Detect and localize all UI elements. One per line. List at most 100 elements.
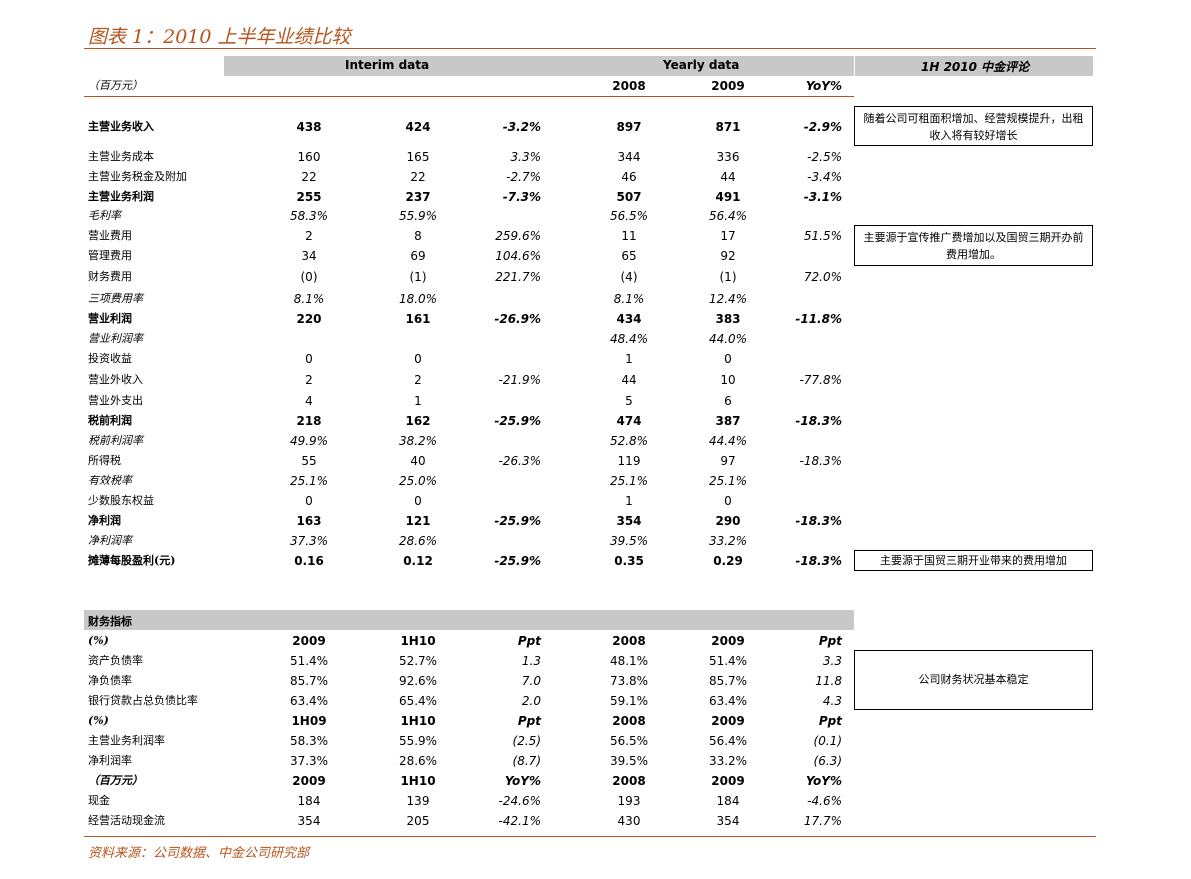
row-cell: 46 [621, 170, 637, 184]
row-cell: -26.9% [494, 312, 541, 326]
row-cell: 259.6% [495, 229, 541, 243]
row-cell: 12.4% [708, 292, 748, 306]
note-expenses: 主要源于宣传推广费增加以及国贸三期开办前费用增加。 [854, 225, 1093, 266]
row-cell: 205 [406, 814, 430, 828]
row-cell: 0.35 [614, 554, 644, 568]
row-cell: -2.9% [803, 120, 842, 134]
row-label: 主营业务利润率 [88, 734, 165, 747]
row-cell: 0 [414, 352, 422, 366]
row-cell: 161 [405, 312, 431, 326]
row-label: 主营业务收入 [88, 120, 154, 133]
row-cell: 85.7% [708, 674, 748, 688]
row-cell: 0 [305, 494, 313, 508]
row-cell: -18.3% [795, 514, 842, 528]
row-cell: 73.8% [609, 674, 649, 688]
row-cell: 48.1% [609, 654, 649, 668]
row-cell: 7.0 [521, 674, 541, 688]
row-label: 毛利率 [88, 209, 121, 222]
row-cell: 344 [617, 150, 641, 164]
row-cell: (8.7) [512, 754, 541, 768]
row-cell: 8 [414, 229, 422, 243]
row-label: 主营业务税金及附加 [88, 170, 187, 183]
row-cell: 163 [296, 514, 322, 528]
row-cell: 871 [715, 120, 741, 134]
row-cell: 0 [724, 494, 732, 508]
note-revenue: 随着公司可租面积增加、经营规模提升，出租收入将有较好增长 [854, 106, 1093, 146]
row-cell: 8.1% [613, 292, 645, 306]
row-cell: 104.6% [495, 249, 541, 263]
row-cell: -3.2% [502, 120, 541, 134]
row-cell: -3.4% [807, 170, 842, 184]
source-note: 资料来源：公司数据、中金公司研究部 [88, 846, 310, 861]
row-cell: -2.7% [506, 170, 541, 184]
row-cell: 10 [720, 373, 736, 387]
row-cell: 44 [720, 170, 736, 184]
comment-header: 1H 2010 中金评论 [921, 60, 1030, 74]
row-cell: 3.3 [822, 654, 842, 668]
row-cell: 2 [414, 373, 422, 387]
row-cell: 2008 [612, 634, 646, 648]
row-label: 净利润率 [88, 534, 132, 547]
row-cell: -18.3% [799, 454, 842, 468]
row-label: 所得税 [88, 454, 121, 467]
row-cell: 11 [621, 229, 637, 243]
row-label: 投资收益 [88, 352, 132, 365]
row-cell: 336 [716, 150, 740, 164]
row-cell: 33.2% [708, 534, 748, 548]
row-cell: 59.1% [609, 694, 649, 708]
row-cell: (0) [300, 270, 318, 284]
yearly-header: Yearly data [663, 58, 740, 72]
row-cell: -4.6% [807, 794, 842, 808]
row-cell: 63.4% [708, 694, 748, 708]
row-cell: 255 [296, 190, 322, 204]
row-cell: 39.5% [609, 534, 649, 548]
row-cell: Ppt [818, 634, 842, 648]
row-cell: 3.3% [510, 150, 542, 164]
unit-label: （百万元） [88, 79, 143, 92]
row-cell: 34 [301, 249, 317, 263]
row-label: 少数股东权益 [88, 494, 154, 507]
row-cell: 438 [296, 120, 322, 134]
row-label: 营业费用 [88, 229, 132, 242]
row-cell: 193 [617, 794, 641, 808]
row-cell: -25.9% [494, 554, 541, 568]
row-cell: 0 [414, 494, 422, 508]
row-cell: 48.4% [609, 332, 649, 346]
row-cell: 6 [724, 394, 732, 408]
row-cell: 5 [625, 394, 633, 408]
year-2008-header: 2008 [612, 79, 646, 93]
row-cell: -21.9% [498, 373, 541, 387]
row-cell: 2009 [292, 774, 326, 788]
row-cell: 2009 [711, 714, 745, 728]
column-header-bar: Interim data Yearly data 1H 2010 中金评论 [224, 56, 1093, 76]
row-label: 经营活动现金流 [88, 814, 165, 827]
row-cell: -18.3% [795, 554, 842, 568]
row-cell: 39.5% [609, 754, 649, 768]
row-cell: 17.7% [803, 814, 842, 828]
row-cell: 165 [406, 150, 430, 164]
financial-indicators-bar: 财务指标 [84, 610, 854, 630]
row-cell: 28.6% [398, 534, 438, 548]
row-cell: 72.0% [803, 270, 842, 284]
row-label: 三项费用率 [88, 292, 143, 305]
row-cell: 63.4% [289, 694, 329, 708]
row-cell: 22 [301, 170, 317, 184]
row-cell: 18.0% [398, 292, 438, 306]
row-cell: -42.1% [498, 814, 541, 828]
row-cell: 4 [305, 394, 313, 408]
row-cell: 8.1% [293, 292, 325, 306]
row-cell: 237 [405, 190, 431, 204]
row-cell: 55.9% [398, 734, 438, 748]
row-cell: 65.4% [398, 694, 438, 708]
row-cell: 22 [410, 170, 426, 184]
row-cell: 160 [297, 150, 321, 164]
row-cell: 25.1% [609, 474, 649, 488]
row-label: 银行贷款占总负债比率 [88, 694, 198, 707]
row-cell: 56.4% [708, 734, 748, 748]
row-cell: 1H10 [400, 714, 436, 728]
row-cell: 37.3% [289, 754, 329, 768]
row-cell: 40 [410, 454, 426, 468]
row-cell: 11.8 [815, 674, 842, 688]
row-cell: 25.1% [708, 474, 748, 488]
row-cell: 2 [305, 373, 313, 387]
